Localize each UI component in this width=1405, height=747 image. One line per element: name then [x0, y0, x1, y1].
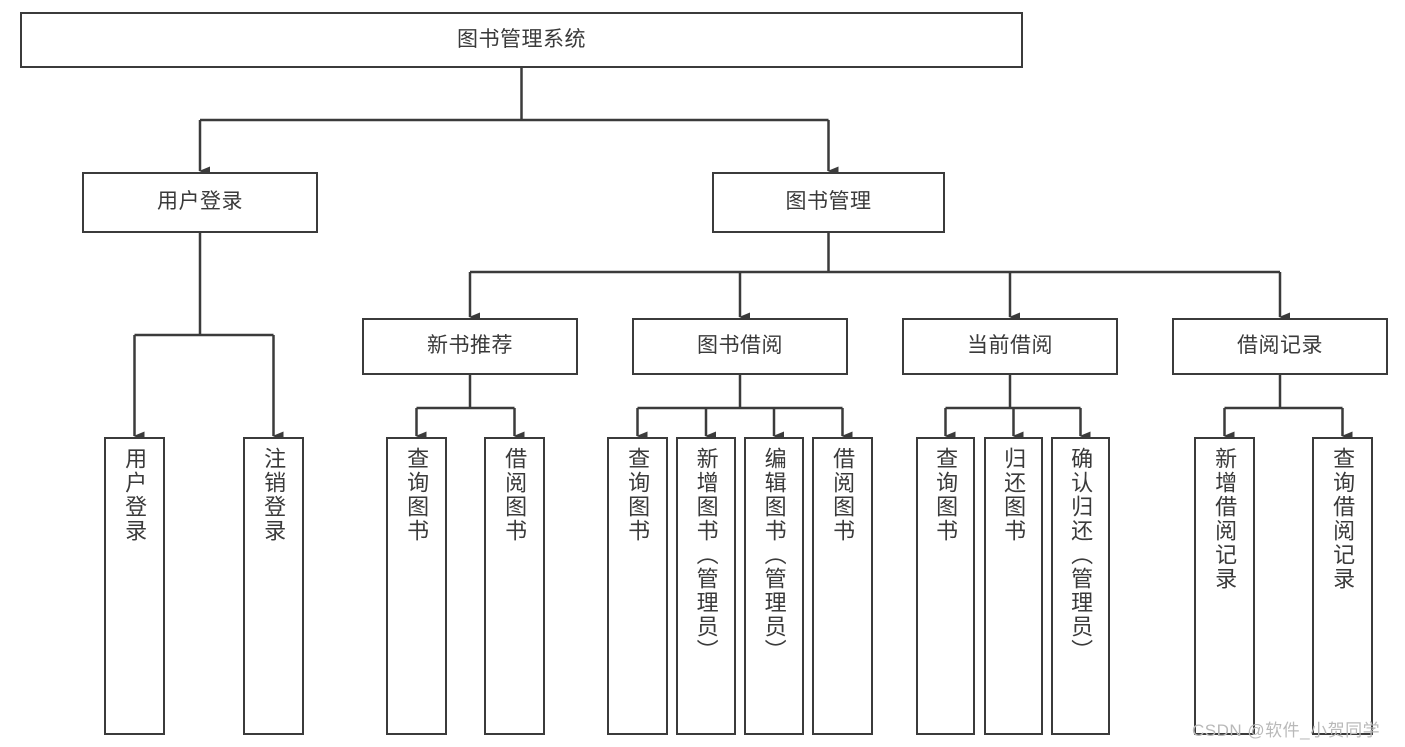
node-current: 当前借阅 — [902, 318, 1118, 375]
node-label: 新书推荐 — [427, 334, 513, 358]
node-label: 查询借阅记录 — [1330, 447, 1356, 591]
node-borrow: 图书借阅 — [632, 318, 848, 375]
connector-group — [133, 68, 1353, 441]
node-leaf-8: 借阅图书 — [812, 437, 873, 735]
node-label: 当前借阅 — [967, 334, 1053, 358]
node-newbook: 新书推荐 — [362, 318, 578, 375]
node-leaf-3: 查询图书 — [386, 437, 447, 735]
node-label: 借阅图书 — [502, 447, 528, 543]
node-label: 查询图书 — [404, 447, 430, 543]
node-leaf-12: 新增借阅记录 — [1194, 437, 1255, 735]
node-leaf-7: 编辑图书（管理员） — [744, 437, 804, 735]
node-label: 图书借阅 — [697, 334, 783, 358]
node-label: 用户登录 — [157, 190, 243, 214]
node-label: 归还图书 — [1001, 447, 1027, 543]
node-label: 图书管理系统 — [457, 27, 586, 51]
node-leaf-2: 注销登录 — [243, 437, 304, 735]
node-leaf-11: 确认归还（管理员） — [1051, 437, 1110, 735]
node-label: 新增图书（管理员） — [693, 447, 719, 663]
node-login: 用户登录 — [82, 172, 318, 233]
node-bookmgmt: 图书管理 — [712, 172, 945, 233]
node-label: 查询图书 — [933, 447, 959, 543]
node-leaf-1: 用户登录 — [104, 437, 165, 735]
node-label: 编辑图书（管理员） — [761, 447, 787, 663]
node-label: 新增借阅记录 — [1212, 447, 1238, 591]
node-label: 确认归还（管理员） — [1068, 447, 1094, 663]
node-leaf-4: 借阅图书 — [484, 437, 545, 735]
node-leaf-10: 归还图书 — [984, 437, 1043, 735]
node-records: 借阅记录 — [1172, 318, 1388, 375]
node-leaf-5: 查询图书 — [607, 437, 668, 735]
node-label: 查询图书 — [625, 447, 651, 543]
node-label: 注销登录 — [261, 447, 287, 543]
node-label: 图书管理 — [785, 190, 872, 214]
node-leaf-9: 查询图书 — [916, 437, 975, 735]
node-label: 用户登录 — [122, 447, 148, 543]
node-leaf-13: 查询借阅记录 — [1312, 437, 1373, 735]
node-root: 图书管理系统 — [20, 12, 1023, 68]
node-label: 借阅记录 — [1237, 334, 1323, 358]
node-label: 借阅图书 — [830, 447, 856, 543]
node-leaf-6: 新增图书（管理员） — [676, 437, 736, 735]
